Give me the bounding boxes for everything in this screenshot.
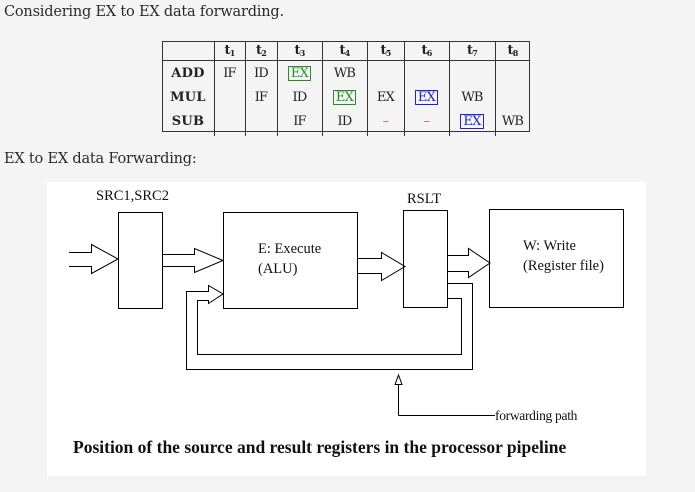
table-bottom-border xyxy=(162,131,530,132)
stage-cell: ID xyxy=(322,109,367,133)
src-to-execute-arrow xyxy=(162,247,225,274)
stage-cell: EX xyxy=(277,61,322,85)
table-column-divider xyxy=(245,41,246,136)
table-column-divider xyxy=(404,41,405,136)
stage-cell: IF xyxy=(214,61,245,85)
stage-label: ID xyxy=(254,65,269,81)
column-header-subscript: 8 xyxy=(512,47,519,58)
stage-cell xyxy=(404,61,449,85)
table-top-border xyxy=(162,41,530,42)
execute-sublabel: (ALU) xyxy=(258,261,298,277)
stage-cell: – xyxy=(367,109,404,133)
row-label-mul: MUL xyxy=(170,89,206,105)
result-register-box xyxy=(403,210,448,308)
stage-cell xyxy=(495,61,530,85)
execute-to-result-arrow xyxy=(357,251,406,282)
stage-cell xyxy=(367,61,404,85)
stage-cell xyxy=(449,61,495,85)
write-label: W: Write xyxy=(523,238,576,254)
stall-marker: – xyxy=(382,113,389,129)
column-header-subscript: 4 xyxy=(344,47,351,58)
src-register-label: SRC1,SRC2 xyxy=(96,188,169,204)
forwarding-pointer-arrowhead xyxy=(394,373,403,385)
forwarding-path-arrow xyxy=(186,283,473,370)
stage-cell: IF xyxy=(245,85,277,109)
stage-label: IF xyxy=(254,89,268,105)
forward-source-stage: EX xyxy=(287,65,312,81)
stage-label: WB xyxy=(333,65,356,81)
table-column-divider xyxy=(214,41,215,136)
stage-label: IF xyxy=(293,113,306,129)
table-header-divider xyxy=(162,60,530,61)
stage-cell: ID xyxy=(245,61,277,85)
table-column-divider xyxy=(367,41,368,136)
stage-cell: WB xyxy=(495,109,530,133)
diagram-caption: Position of the source and result regist… xyxy=(73,437,567,457)
stage-label: ID xyxy=(292,89,308,105)
stage-cell: – xyxy=(404,109,449,133)
result-to-write-arrow xyxy=(447,247,491,279)
stage-label: IF xyxy=(223,65,236,81)
table-column-divider xyxy=(322,41,323,136)
stage-label: ID xyxy=(337,113,353,129)
diagram-panel: SRC1,SRC2 E: Execute (ALU) RSLT W: Write… xyxy=(47,182,646,476)
forward-source-stage: EX xyxy=(332,89,357,105)
stage-cell: WB xyxy=(322,61,367,85)
forward-target-stage: EX xyxy=(460,113,484,129)
column-header-subscript: 7 xyxy=(472,47,478,58)
stage-cell: WB xyxy=(449,85,495,109)
forwarding-path-label: forwarding path xyxy=(495,408,578,423)
stage-cell: IF xyxy=(277,109,322,133)
stage-label: WB xyxy=(501,113,524,129)
input-arrow xyxy=(69,243,120,275)
stage-cell: EX xyxy=(404,85,449,109)
table-column-divider xyxy=(162,41,163,132)
row-label-add: ADD xyxy=(171,65,205,81)
stall-marker: – xyxy=(423,113,430,129)
result-register-label: RSLT xyxy=(407,191,442,207)
column-header-subscript: 5 xyxy=(385,47,392,58)
table-column-divider xyxy=(495,41,496,136)
stage-label: WB xyxy=(461,89,483,105)
stage-cell xyxy=(214,109,245,133)
table-column-divider xyxy=(449,41,450,136)
column-header-subscript: 3 xyxy=(299,47,306,58)
column-header-subscript: 1 xyxy=(229,47,236,58)
stage-cell: EX xyxy=(322,85,367,109)
write-register-file-box xyxy=(489,209,624,308)
src-register-box xyxy=(118,212,163,309)
stage-cell xyxy=(214,85,245,109)
execute-label: E: Execute xyxy=(258,241,322,257)
forwarding-diagram xyxy=(69,209,624,416)
stage-cell xyxy=(245,109,277,133)
column-header-subscript: 2 xyxy=(261,47,267,58)
stage-cell: ID xyxy=(277,85,322,109)
stage-label: EX xyxy=(376,89,395,105)
table-column-divider xyxy=(277,41,278,136)
stage-cell xyxy=(495,85,530,109)
stage-cell: EX xyxy=(367,85,404,109)
stage-cell: EX xyxy=(449,109,495,133)
column-header-subscript: 6 xyxy=(426,47,433,58)
section-heading: EX to EX data Forwarding: xyxy=(4,151,197,167)
table-right-border xyxy=(529,41,530,132)
intro-text: Considering EX to EX data forwarding. xyxy=(4,4,284,20)
row-label-sub: SUB xyxy=(171,113,205,129)
forward-target-stage: EX xyxy=(414,89,439,105)
write-sublabel: (Register file) xyxy=(523,258,604,274)
